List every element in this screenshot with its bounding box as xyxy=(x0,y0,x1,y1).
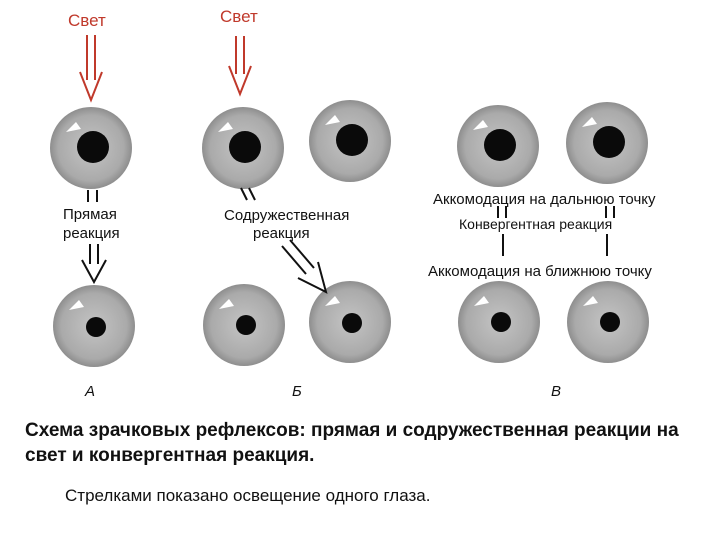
direct-reaction-arrow xyxy=(81,244,107,285)
consensual-reaction-arrow xyxy=(281,239,328,294)
light-arrow-a xyxy=(79,35,103,103)
eye-v-left-bottom xyxy=(458,281,540,363)
consensual-tick-marks xyxy=(240,187,256,201)
eye-a-bottom xyxy=(53,285,135,367)
convergent-reaction-arrows xyxy=(502,234,608,256)
eye-a-top xyxy=(50,107,132,189)
direct-reaction-label-2: реакция xyxy=(63,225,120,242)
figure-note: Стрелками показано освещение одного глаз… xyxy=(65,486,431,505)
consensual-reaction-label-2: реакция xyxy=(253,225,310,242)
convergent-tick-marks xyxy=(497,206,615,218)
accommodation-near-label: Аккомодация на ближнюю точку xyxy=(428,263,652,280)
eye-b-left-top xyxy=(202,107,284,189)
convergent-reaction-label: Конвергентная реакция xyxy=(459,216,612,232)
eye-b-left-bottom xyxy=(203,284,285,366)
eye-v-right-bottom xyxy=(567,281,649,363)
panel-letter-b: Б xyxy=(292,383,302,400)
eye-b-right-top xyxy=(309,100,391,182)
light-arrow-b xyxy=(228,36,252,97)
direct-tick-marks xyxy=(87,190,98,202)
light-label-b: Свет xyxy=(220,7,258,26)
figure-caption: Схема зрачковых рефлексов: прямая и содр… xyxy=(25,420,679,466)
direct-reaction-label-1: Прямая xyxy=(63,206,117,223)
eye-v-left-top xyxy=(457,105,539,187)
panel-letter-a: А xyxy=(84,383,95,400)
accommodation-far-label: Аккомодация на дальнюю точку xyxy=(433,191,656,208)
eye-b-right-bottom xyxy=(309,281,391,363)
eye-v-right-top xyxy=(566,102,648,184)
panel-letter-v: В xyxy=(551,383,561,400)
consensual-reaction-label-1: Содружественная xyxy=(224,207,349,224)
light-label-a: Свет xyxy=(68,11,106,30)
